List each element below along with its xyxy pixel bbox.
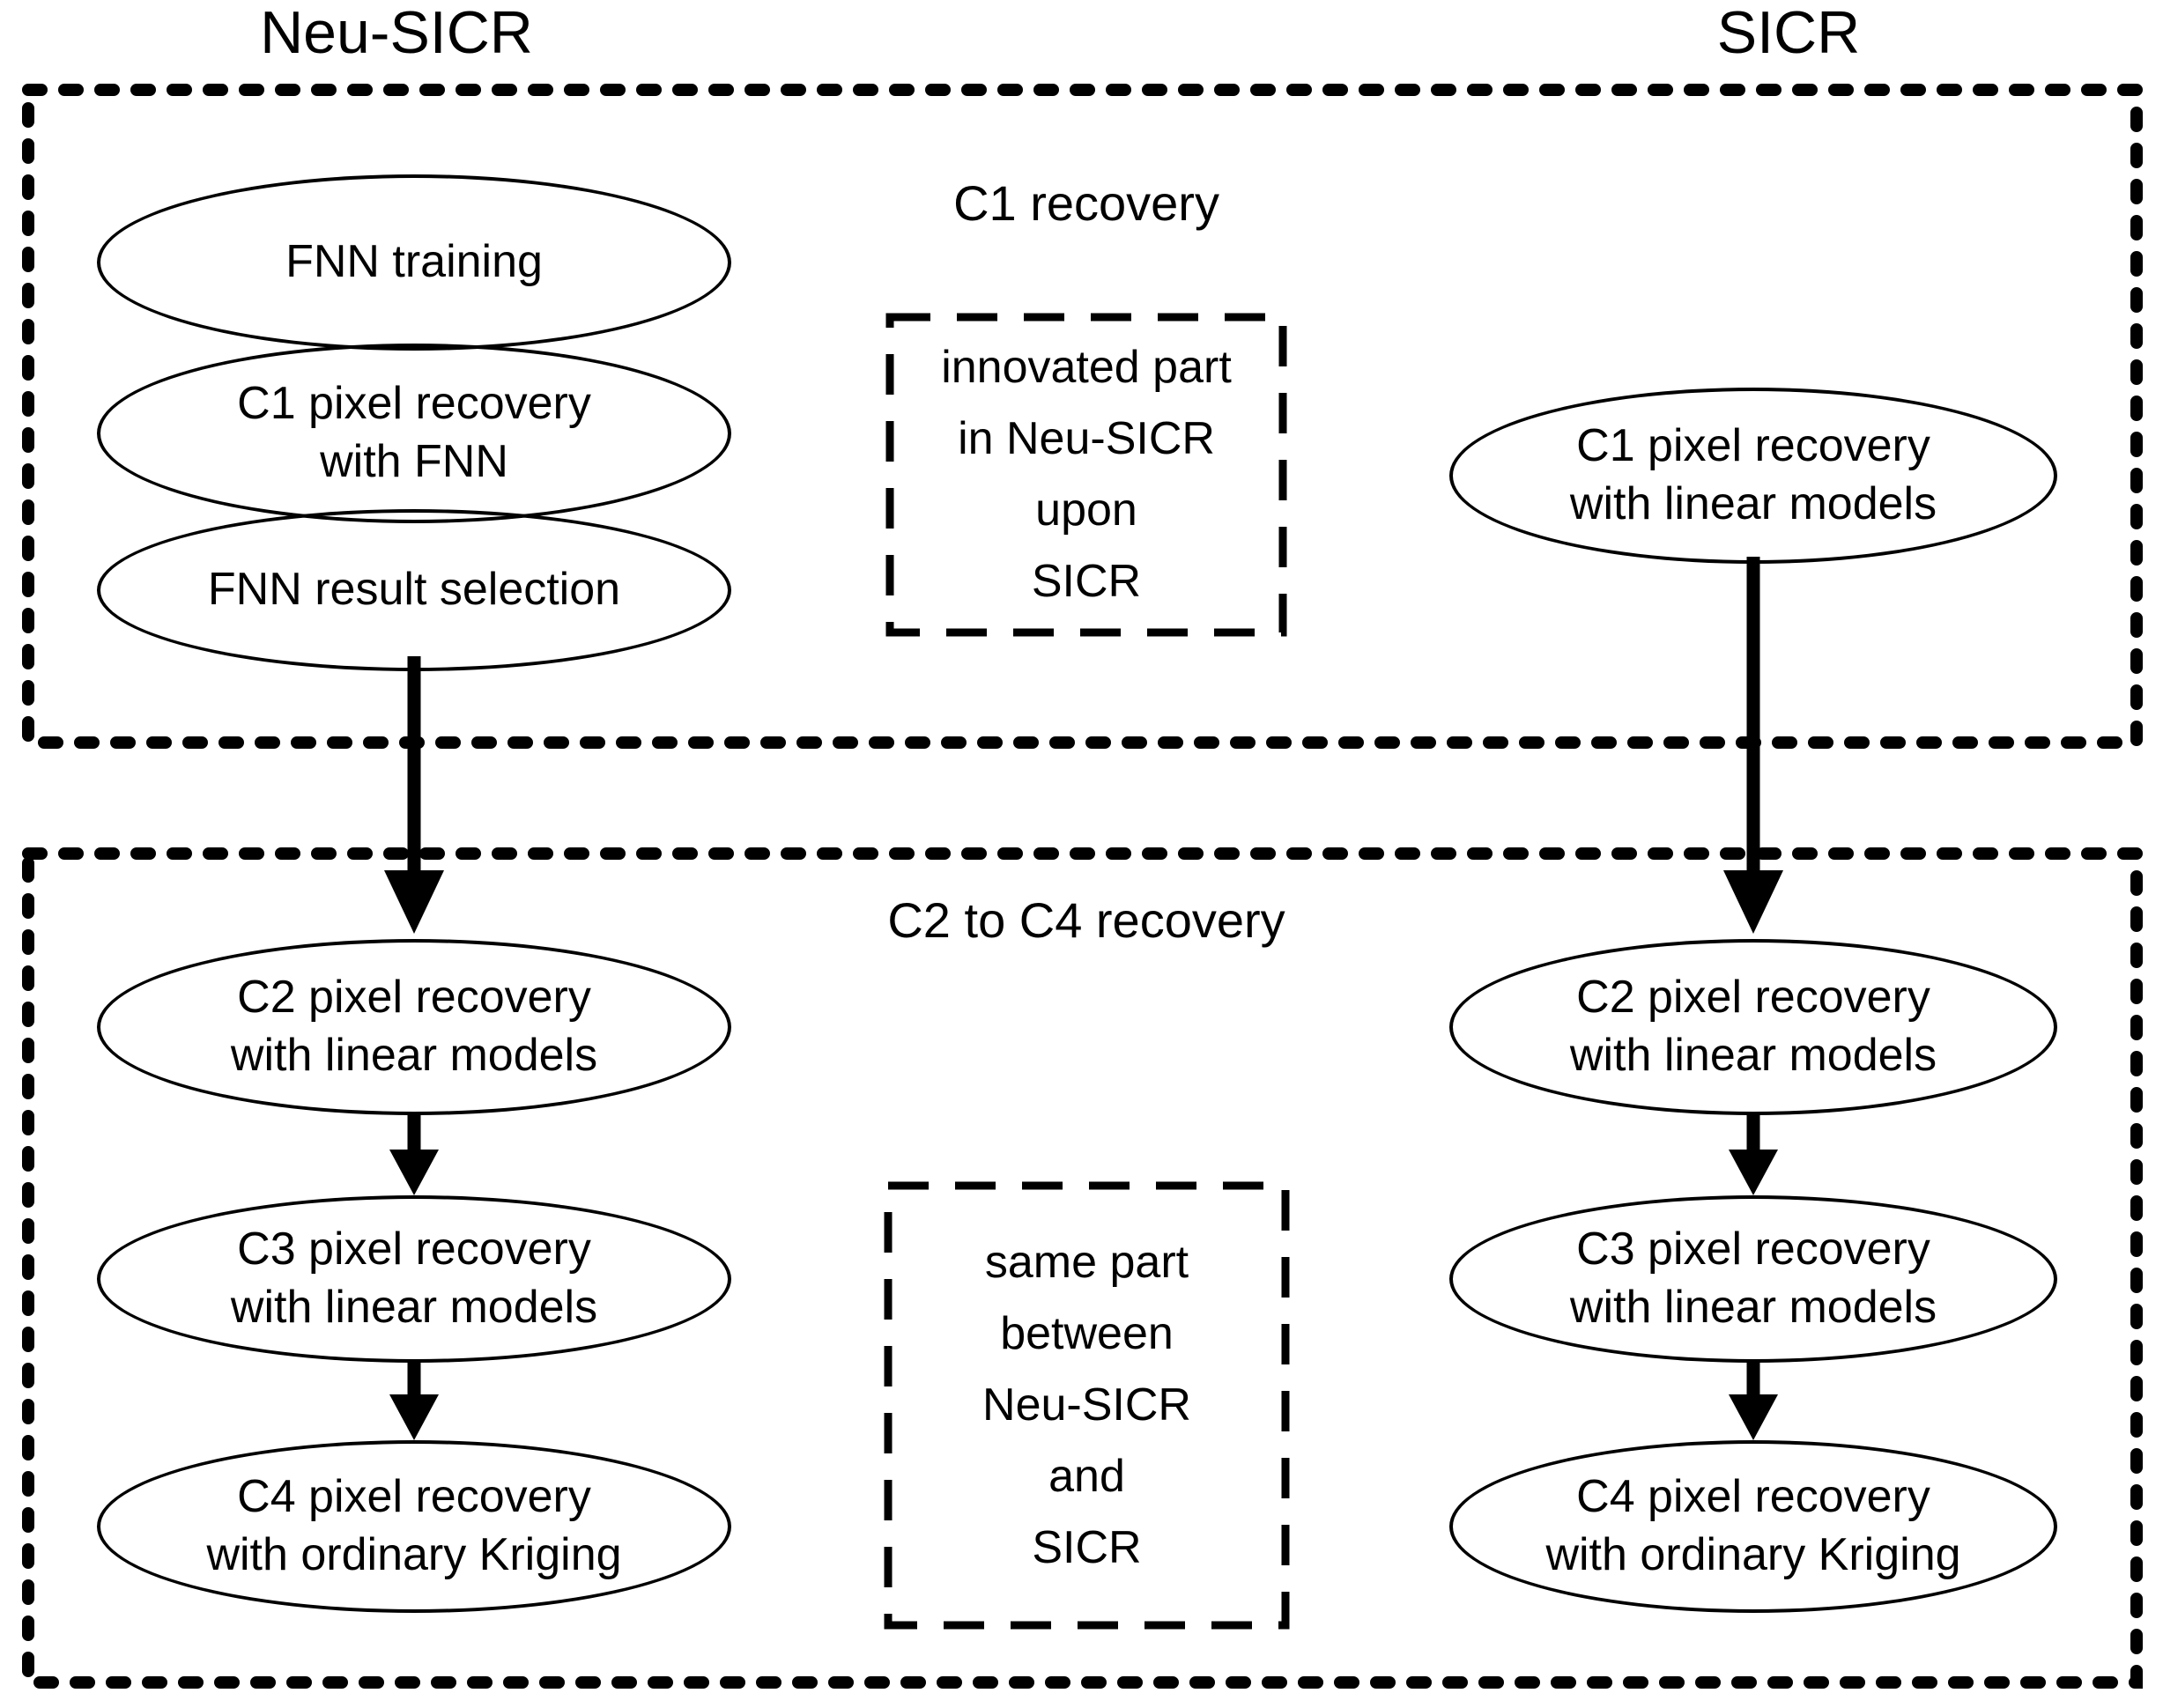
node-label: with linear models: [1569, 478, 1937, 529]
node-neu-c3-pixel-recovery: C3 pixel recovery with linear models: [97, 1195, 731, 1363]
innovated-part-dashed-border: [885, 313, 1287, 637]
node-label: C4 pixel recovery: [237, 1471, 591, 1523]
node-neu-c4-pixel-recovery: C4 pixel recovery with ordinary Kriging: [97, 1440, 731, 1613]
node-neu-c2-pixel-recovery: C2 pixel recovery with linear models: [97, 939, 731, 1115]
arrow-down-sicr-c2-to-c3: [1729, 1112, 1778, 1195]
column-title-sicr: SICR: [1716, 0, 1861, 66]
node-label: with FNN: [320, 436, 508, 487]
node-label: C3 pixel recovery: [237, 1224, 591, 1275]
note-innovated-part: innovated part in Neu-SICR upon SICR: [886, 314, 1286, 636]
node-sicr-c3-pixel-recovery: C3 pixel recovery with linear models: [1449, 1195, 2057, 1363]
arrow-down-neu-c3-to-c4: [389, 1359, 439, 1440]
note-line: innovated part: [941, 341, 1232, 393]
note-line: upon: [1035, 484, 1137, 536]
node-label: FNN result selection: [207, 564, 621, 616]
node-label: with ordinary Kriging: [206, 1529, 622, 1580]
section1-label: C1 recovery: [953, 175, 1219, 231]
note-line: Neu-SICR: [982, 1379, 1191, 1431]
same-part-dashed-border: [884, 1181, 1290, 1630]
node-label: C2 pixel recovery: [237, 972, 591, 1024]
node-sicr-c4-pixel-recovery: C4 pixel recovery with ordinary Kriging: [1449, 1440, 2057, 1613]
note-line: between: [1000, 1307, 1174, 1359]
node-label: with ordinary Kriging: [1545, 1529, 1961, 1580]
node-sicr-c2-pixel-recovery: C2 pixel recovery with linear models: [1449, 939, 2057, 1115]
node-sicr-c1-pixel-recovery: C1 pixel recovery with linear models: [1449, 388, 2057, 564]
section1-dotted-border: [22, 84, 2143, 749]
note-line: same part: [984, 1236, 1189, 1288]
node-label: FNN training: [285, 236, 543, 288]
node-label: with linear models: [1569, 1030, 1937, 1081]
node-label: with linear models: [230, 1030, 598, 1081]
node-fnn-training: FNN training: [97, 174, 731, 351]
node-label: with linear models: [1569, 1282, 1937, 1333]
column-title-neu-sicr: Neu-SICR: [260, 0, 533, 66]
note-same-part: same part between Neu-SICR and SICR: [885, 1182, 1289, 1629]
section2-label: C2 to C4 recovery: [887, 892, 1285, 948]
note-line: SICR: [1032, 1522, 1142, 1574]
node-fnn-result-selection: FNN result selection: [97, 509, 731, 671]
node-label: C1 pixel recovery: [1576, 420, 1930, 472]
arrow-down-neu-c2-to-c3: [389, 1112, 439, 1195]
arrow-down-neu-c1-to-c2: [384, 656, 444, 934]
section2-dotted-border: [22, 847, 2143, 1689]
note-line: and: [1048, 1451, 1125, 1503]
arrow-down-sicr-c3-to-c4: [1729, 1359, 1778, 1440]
node-label: C4 pixel recovery: [1576, 1471, 1930, 1523]
note-line: SICR: [1031, 556, 1142, 608]
node-c1-pixel-recovery-fnn: C1 pixel recovery with FNN: [97, 344, 731, 523]
node-label: C2 pixel recovery: [1576, 972, 1930, 1024]
node-label: C3 pixel recovery: [1576, 1224, 1930, 1275]
node-label: with linear models: [230, 1282, 598, 1333]
note-line: in Neu-SICR: [958, 412, 1215, 464]
arrow-down-sicr-c1-to-c2: [1723, 557, 1783, 934]
node-label: C1 pixel recovery: [237, 378, 591, 430]
